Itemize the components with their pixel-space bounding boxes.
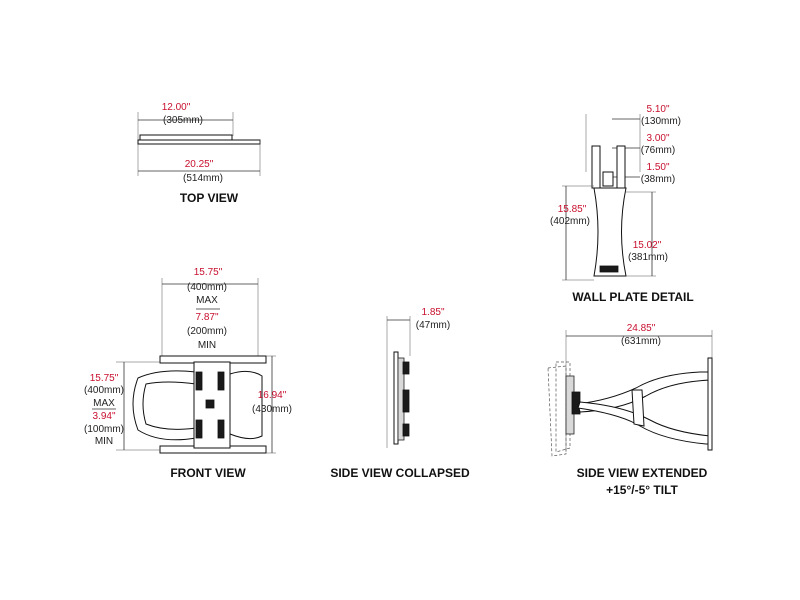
fv-arm-right: [229, 370, 263, 440]
front-view: 15.75" (400mm) MAX 7.87" (200mm) MIN 15.…: [84, 267, 292, 480]
fv-wmin-in: 7.87": [195, 312, 218, 323]
svc-hinge-bottom: [402, 423, 410, 437]
top-dim1-in: 12.00": [162, 102, 191, 113]
wp-plate-body: [593, 187, 627, 277]
svc-hinge-mid: [402, 389, 410, 413]
top-dim1-mm: (305mm): [163, 115, 203, 126]
side-extended-title: SIDE VIEW EXTENDED: [577, 466, 708, 480]
fv-wmin-label: MIN: [198, 340, 216, 351]
fv-hmin-mm: (100mm): [84, 424, 124, 435]
fv-hook-bl: [195, 419, 203, 439]
front-view-title: FRONT VIEW: [170, 466, 246, 480]
wp-h1-mm: (402mm): [550, 216, 590, 227]
svc-wall-plate: [393, 351, 399, 445]
svc-hinge-top: [402, 361, 410, 375]
sve-dim-mm: (631mm): [621, 336, 661, 347]
fv-hmin-label: MIN: [95, 436, 113, 447]
fv-hmax-label: MAX: [93, 398, 115, 409]
top-view: 12.00" (305mm) 20.25" (514mm) TOP VIEW: [137, 102, 261, 205]
sve-tilt-hinge: [571, 391, 581, 415]
wp-h1-in: 15.85": [558, 204, 587, 215]
svc-dim-mm: (47mm): [416, 320, 450, 331]
fv-hook-tr: [217, 371, 225, 391]
wp-h2-in: 15.02": [633, 240, 662, 251]
sve-tilt-outline-1: [547, 365, 567, 457]
fv-hook-tl: [195, 371, 203, 391]
wp-d2-in: 3.00": [646, 133, 669, 144]
top-dim2-in: 20.25": [185, 159, 214, 170]
fv-hmin-in: 3.94": [92, 411, 115, 422]
fv-wmax-in: 15.75": [194, 267, 223, 278]
fv-height-mm: (430mm): [252, 404, 292, 415]
wp-plate-foot: [599, 265, 619, 273]
fv-wmax-mm: (400mm): [187, 282, 227, 293]
sve-wall-plate: [707, 357, 713, 451]
fv-hook-br: [217, 419, 225, 439]
wp-h2-mm: (381mm): [628, 252, 668, 263]
top-view-arm: [137, 139, 261, 145]
wp-d2-mm: (76mm): [641, 145, 675, 156]
side-view-collapsed: 1.85" (47mm) SIDE VIEW COLLAPSED: [330, 307, 470, 480]
wp-stud-right: [616, 145, 626, 189]
fv-hmax-mm: (400mm): [84, 385, 124, 396]
fv-wmax-label: MAX: [196, 295, 218, 306]
wp-d1-mm: (130mm): [641, 116, 681, 127]
fv-wmin-mm: (200mm): [187, 326, 227, 337]
wp-d3-in: 1.50": [646, 162, 669, 173]
wp-d3-mm: (38mm): [641, 174, 675, 185]
fv-arm-lower: [142, 381, 197, 430]
fv-height-in: 16.94": [258, 390, 287, 401]
wp-d1-in: 5.10": [646, 104, 669, 115]
side-view-extended: 24.85" (631mm) SIDE VIEW EXTENDED +15°/-…: [547, 323, 713, 497]
svc-dim-in: 1.85": [421, 307, 444, 318]
fv-hmax-in: 15.75": [90, 373, 119, 384]
wp-stud-left: [591, 145, 601, 189]
sve-tilt-outline-2: [555, 361, 571, 453]
wp-bracket: [602, 171, 614, 187]
wall-plate-title: WALL PLATE DETAIL: [572, 290, 693, 304]
side-collapsed-title: SIDE VIEW COLLAPSED: [330, 466, 470, 480]
fv-center-mount: [205, 399, 215, 409]
top-dim2-mm: (514mm): [183, 173, 223, 184]
top-view-title: TOP VIEW: [180, 191, 239, 205]
sve-dim-in: 24.85": [627, 323, 656, 334]
top-view-plate: [139, 134, 233, 141]
sve-elbow: [631, 389, 645, 427]
side-extended-tilt: +15°/-5° TILT: [606, 483, 678, 497]
wall-plate-detail: 5.10" (130mm) 3.00" (76mm) 1.50" (38mm) …: [550, 104, 694, 304]
